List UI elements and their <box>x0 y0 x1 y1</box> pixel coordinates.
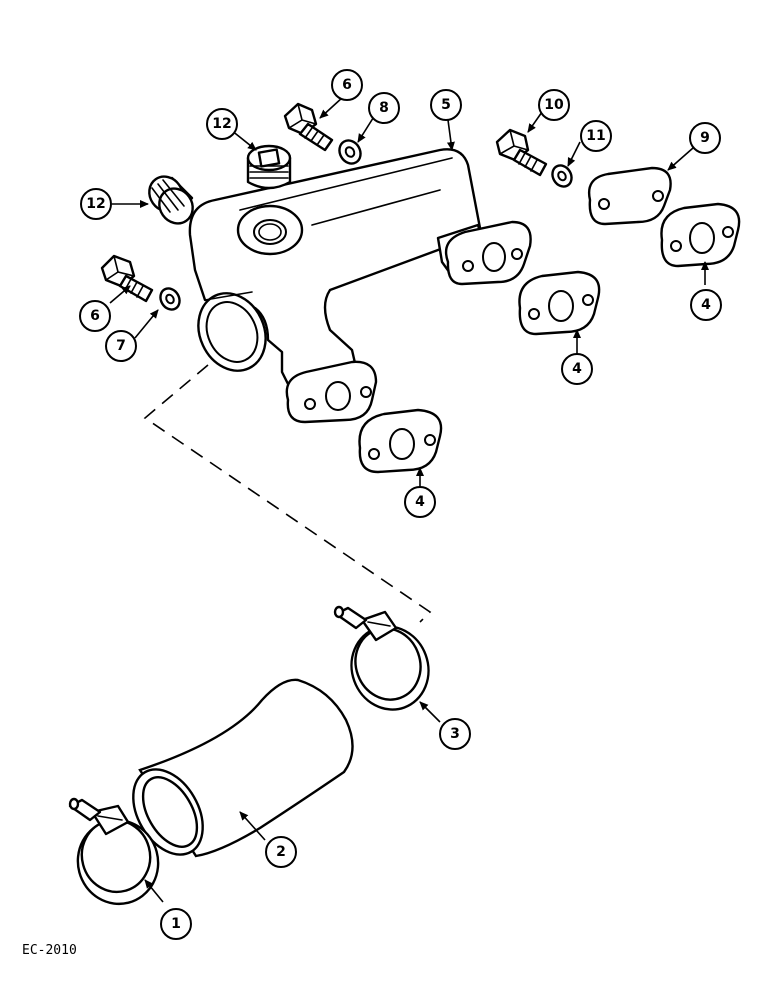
callout-8: 8 <box>368 92 400 124</box>
svg-text:12: 12 <box>212 116 231 132</box>
svg-text:6: 6 <box>90 308 100 324</box>
washer-11 <box>551 164 573 188</box>
hose <box>132 678 354 858</box>
svg-text:4: 4 <box>415 494 425 510</box>
manifold-body <box>188 148 532 424</box>
callout-4-lower: 4 <box>404 486 436 518</box>
svg-text:10: 10 <box>544 97 564 113</box>
svg-text:8: 8 <box>379 100 389 116</box>
callout-5: 5 <box>430 89 462 121</box>
callout-2: 2 <box>265 836 297 868</box>
callout-10: 10 <box>538 89 570 121</box>
figure-code: EC-2010 <box>22 943 77 958</box>
callout-7: 7 <box>105 330 137 362</box>
svg-text:11: 11 <box>586 128 605 144</box>
callout-9: 9 <box>689 122 721 154</box>
svg-text:9: 9 <box>700 130 710 146</box>
hose-clamp-upper <box>333 605 430 711</box>
callout-12-upper: 12 <box>206 108 238 140</box>
svg-text:5: 5 <box>441 97 451 113</box>
washer-8 <box>338 139 362 165</box>
svg-text:4: 4 <box>701 297 711 313</box>
callout-4-middle: 4 <box>561 353 593 385</box>
svg-text:7: 7 <box>116 338 126 354</box>
gasket-lower <box>358 408 443 474</box>
callout-6-upper: 6 <box>331 69 363 101</box>
callouts: 1 2 3 4 4 4 5 6 <box>79 69 722 940</box>
svg-text:12: 12 <box>86 196 105 212</box>
connection-dashed-line <box>143 364 432 623</box>
threaded-plug-left <box>148 175 194 225</box>
callout-6-left: 6 <box>79 300 111 332</box>
svg-text:3: 3 <box>450 726 460 742</box>
cover-plate-9 <box>587 166 672 226</box>
gasket-right <box>660 202 741 268</box>
square-plug-upper <box>246 144 292 190</box>
svg-text:4: 4 <box>572 361 582 377</box>
svg-text:6: 6 <box>342 77 352 93</box>
gasket-middle <box>518 270 601 336</box>
callout-4-right: 4 <box>690 289 722 321</box>
bolt-left <box>100 254 154 303</box>
svg-text:1: 1 <box>171 916 181 932</box>
washer-7 <box>159 287 181 311</box>
callout-1: 1 <box>160 908 192 940</box>
hose-clamp-lower <box>68 797 160 906</box>
callout-3: 3 <box>439 718 471 750</box>
bolt-10 <box>495 128 548 177</box>
callout-11: 11 <box>580 120 612 152</box>
bolt-upper <box>283 102 334 152</box>
callout-12-left: 12 <box>80 188 112 220</box>
svg-text:2: 2 <box>276 844 286 860</box>
